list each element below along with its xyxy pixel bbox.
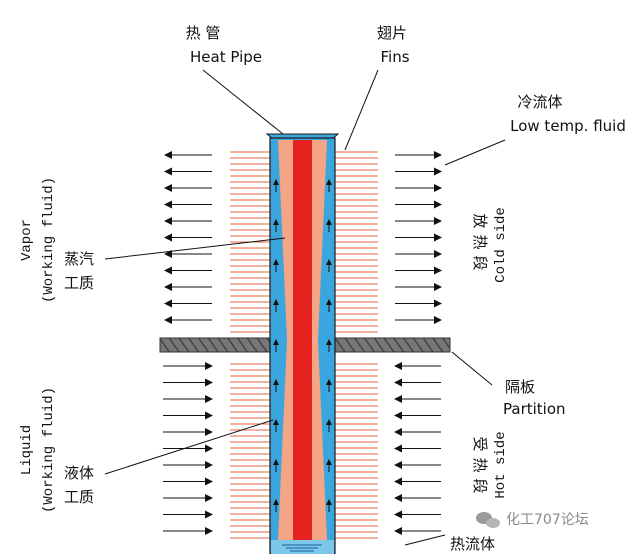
leader-lines: [104, 69, 506, 546]
hot-side-label-cn: 受热段: [471, 436, 489, 499]
flow-arrows: [163, 151, 442, 535]
vapor-label-en: Vapor: [19, 219, 35, 261]
partition-left: [159, 337, 274, 353]
vapor-cn-1: 蒸汽: [64, 250, 94, 268]
pipe-internal-arrows: [273, 179, 332, 512]
partition-right: [333, 337, 451, 353]
liquid-cn-1: 液体: [64, 464, 94, 482]
fins-label-en: Fins: [380, 48, 409, 66]
watermark: 化工707论坛: [476, 512, 589, 528]
pipe-vapor-center: [293, 140, 312, 540]
vapor-working-fluid: (Working fluid): [41, 177, 57, 303]
partition-label-en: Partition: [503, 400, 566, 418]
hot-side-label-en: Hot side: [493, 431, 509, 498]
partition-label-cn: 隔板: [505, 378, 535, 396]
heat-pipe-label-en: Heat Pipe: [190, 48, 262, 66]
liquid-working-fluid: (Working fluid): [41, 387, 57, 513]
heat-pipe: [265, 133, 340, 554]
fins-array: [230, 151, 378, 539]
liquid-label-en: Liquid: [19, 425, 35, 475]
cold-side-label-cn: 放热段: [471, 213, 489, 276]
pipe-bottom-liquid: [271, 540, 334, 554]
pipe-bottom-ripples: [282, 544, 322, 552]
fins-label-cn: 翅片: [377, 24, 407, 42]
vapor-cn-2: 工质: [64, 274, 94, 292]
cold-fluid-label-en: Low temp. fluid: [510, 117, 626, 135]
cold-fluid-label-cn: 冷流体: [517, 93, 562, 111]
wechat-icon: [476, 512, 500, 528]
watermark-text: 化工707论坛: [506, 512, 589, 528]
hot-fluid-label-cn: 热流体: [450, 535, 495, 553]
cold-side-label-en: Cold side: [493, 207, 509, 283]
liquid-cn-2: 工质: [64, 488, 94, 506]
heat-pipe-label-cn: 热 管: [186, 24, 221, 42]
